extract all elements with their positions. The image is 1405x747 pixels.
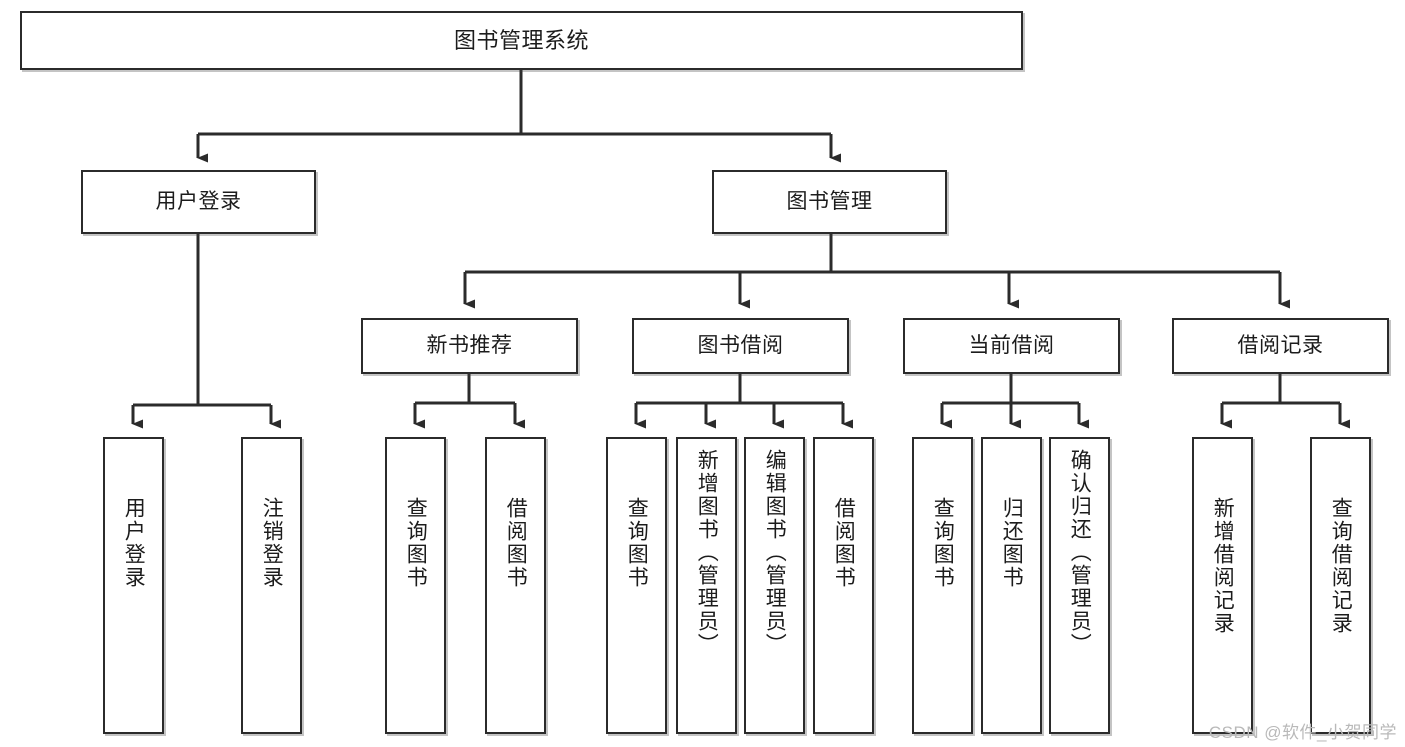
node-label: 编辑图书（管理员） [763,449,787,656]
leaf-new-book-query-book[interactable]: 查询图书 [385,437,446,734]
node-label: 当前借阅 [968,333,1055,357]
leaf-current-borrow-confirm-return-admin[interactable]: 确认归还（管理员） [1049,437,1110,734]
node-label: 借阅图书 [504,497,528,589]
node-label: 查询图书 [931,497,955,589]
node-label: 用户登录 [122,497,146,589]
node-label: 查询图书 [625,497,649,589]
node-new-book-recommend[interactable]: 新书推荐 [361,318,578,374]
node-book-management[interactable]: 图书管理 [712,170,947,234]
node-label: 查询图书 [404,497,428,589]
leaf-book-borrow-query-book[interactable]: 查询图书 [606,437,667,734]
node-book-borrow[interactable]: 图书借阅 [632,318,849,374]
leaf-book-borrow-borrow-book[interactable]: 借阅图书 [813,437,874,734]
node-label: 注销登录 [260,497,284,589]
node-label: 图书管理 [786,189,873,213]
node-label: 新书推荐 [426,333,513,357]
node-current-borrow[interactable]: 当前借阅 [903,318,1120,374]
leaf-book-borrow-add-book-admin[interactable]: 新增图书（管理员） [676,437,737,734]
leaf-current-borrow-query-book[interactable]: 查询图书 [912,437,973,734]
node-label: 确认归还（管理员） [1068,449,1092,656]
node-label: 图书借阅 [697,333,784,357]
leaf-user-login-login[interactable]: 用户登录 [103,437,164,734]
node-user-login[interactable]: 用户登录 [81,170,316,234]
leaf-borrow-record-query-record[interactable]: 查询借阅记录 [1310,437,1371,734]
node-label: 归还图书 [1000,497,1024,589]
csdn-watermark: CSDN @软件_小贺同学 [1208,723,1397,742]
leaf-book-borrow-edit-book-admin[interactable]: 编辑图书（管理员） [744,437,805,734]
node-label: 新增图书（管理员） [695,449,719,656]
node-label: 借阅记录 [1237,333,1324,357]
leaf-current-borrow-return-book[interactable]: 归还图书 [981,437,1042,734]
node-borrow-record[interactable]: 借阅记录 [1172,318,1389,374]
leaf-new-book-borrow-book[interactable]: 借阅图书 [485,437,546,734]
leaf-borrow-record-add-record[interactable]: 新增借阅记录 [1192,437,1253,734]
node-label: 用户登录 [155,189,242,213]
leaf-user-login-logout[interactable]: 注销登录 [241,437,302,734]
node-root-book-management-system[interactable]: 图书管理系统 [20,11,1023,70]
node-label: 新增借阅记录 [1211,497,1235,635]
node-label: 查询借阅记录 [1329,497,1353,635]
node-label: 图书管理系统 [453,27,589,53]
node-label: 借阅图书 [832,497,856,589]
